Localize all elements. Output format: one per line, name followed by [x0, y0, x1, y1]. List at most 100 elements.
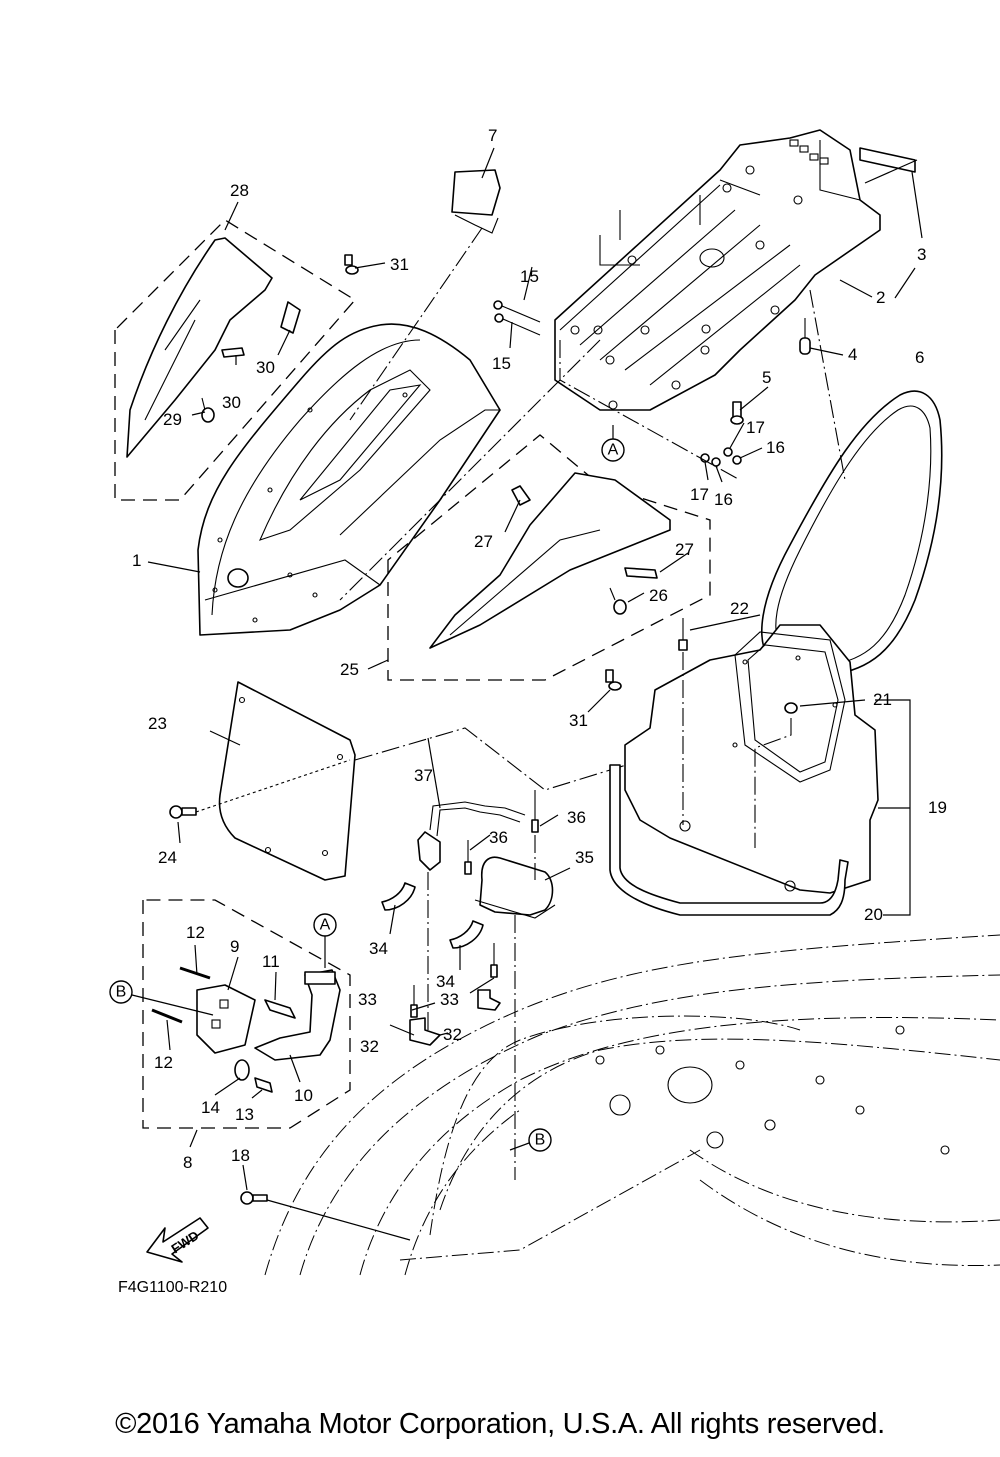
leader-18: [266, 1199, 411, 1241]
storage-box-part-19[interactable]: [624, 624, 879, 894]
callout-24: 24: [158, 848, 177, 867]
spring-part-14[interactable]: [234, 1059, 250, 1081]
callout-33: 33: [358, 990, 377, 1009]
strip-part-3[interactable]: [859, 147, 916, 173]
ref-marker-a-top: A: [601, 425, 625, 462]
collar-part-11[interactable]: [264, 999, 296, 1019]
callout-17: 17: [746, 418, 765, 437]
screw-part-31-top[interactable]: [344, 254, 359, 275]
callout-14: 14: [201, 1098, 220, 1117]
rivet-part-22[interactable]: [678, 618, 688, 651]
callout-9: 9: [230, 937, 239, 956]
latch-cover-part-7[interactable]: [451, 169, 501, 234]
callout-33: 33: [440, 990, 459, 1009]
collar-part-13[interactable]: [254, 1077, 273, 1093]
screw-part-18[interactable]: [240, 1191, 268, 1205]
callout-27: 27: [474, 532, 493, 551]
callout-4: 4: [848, 345, 857, 364]
rivet-part-36[interactable]: [464, 790, 539, 875]
callout-27: 27: [675, 540, 694, 559]
callout-18: 18: [231, 1146, 250, 1165]
callout-7: 7: [488, 126, 497, 145]
svg-text:B: B: [116, 984, 127, 1001]
callout-15: 15: [492, 354, 511, 373]
ref-marker-b-hull: B: [509, 1128, 552, 1152]
screw-part-5[interactable]: [730, 401, 744, 425]
ref-marker-a-latch: A: [313, 913, 337, 968]
callout-35: 35: [575, 848, 594, 867]
pin-part-4[interactable]: [799, 318, 811, 355]
bolt-part-15[interactable]: [493, 300, 541, 336]
callout-leaders: [147, 147, 923, 1191]
callout-labels: 7 28 31 30 30 29 1 15 15 3 2 4 6 5 17 16…: [132, 126, 947, 1172]
callout-21: 21: [873, 690, 892, 709]
ref-marker-b-latch: B: [109, 980, 214, 1016]
callout-31: 31: [569, 711, 588, 730]
pin-part-12[interactable]: [151, 966, 211, 1024]
callout-3: 3: [917, 245, 926, 264]
callout-17: 17: [690, 485, 709, 504]
leader-a: [559, 340, 741, 481]
callout-28: 28: [230, 181, 249, 200]
svg-text:A: A: [320, 917, 331, 934]
callout-32: 32: [360, 1037, 379, 1056]
callout-12: 12: [186, 923, 205, 942]
svg-text:B: B: [535, 1132, 546, 1149]
drawing-code: F4G1100-R210: [118, 1279, 227, 1296]
copyright-notice: ©2016 Yamaha Motor Corporation, U.S.A. A…: [115, 1408, 885, 1440]
svg-text:A: A: [608, 442, 619, 459]
pin-part-29[interactable]: [201, 397, 215, 423]
latch-housing-part-35[interactable]: [474, 856, 556, 919]
stay-part-37[interactable]: [417, 801, 526, 871]
leader-2-6: [809, 289, 846, 481]
bracket-part-32[interactable]: [409, 989, 501, 1046]
pin-part-26[interactable]: [609, 587, 627, 615]
callout-5: 5: [762, 368, 771, 387]
nuts-washers-parts-16-17[interactable]: [700, 447, 742, 467]
group-boundary-8: [142, 899, 351, 1129]
callout-32: 32: [443, 1025, 462, 1044]
callout-10: 10: [294, 1086, 313, 1105]
hood-part-1[interactable]: [197, 323, 501, 636]
latch-base-part-9[interactable]: [196, 984, 256, 1054]
callout-12: 12: [154, 1053, 173, 1072]
leader-21: [754, 718, 792, 848]
rivet-part-33[interactable]: [410, 943, 498, 1018]
callout-34: 34: [436, 972, 455, 991]
callout-13: 13: [235, 1105, 254, 1124]
side-panel-part-28[interactable]: [126, 237, 273, 458]
callout-19: 19: [928, 798, 947, 817]
hull-outline: [264, 934, 1000, 1276]
fwd-arrow-icon: FWD: [146, 1217, 209, 1263]
callout-2: 2: [876, 288, 885, 307]
callout-36: 36: [489, 828, 508, 847]
side-panel-part-25[interactable]: [429, 472, 671, 649]
callout-36: 36: [567, 808, 586, 827]
callout-8: 8: [183, 1153, 192, 1172]
callout-34: 34: [369, 939, 388, 958]
seal-part-20[interactable]: [609, 764, 849, 916]
plug-part-21[interactable]: [784, 702, 798, 714]
callout-29: 29: [163, 410, 182, 429]
lever-part-10[interactable]: [254, 969, 341, 1061]
screw-part-31-bottom[interactable]: [605, 669, 622, 691]
screw-part-24[interactable]: [169, 805, 197, 819]
callout-30: 30: [222, 393, 241, 412]
callout-6: 6: [915, 348, 924, 367]
callout-16: 16: [766, 438, 785, 457]
callout-22: 22: [730, 599, 749, 618]
clamp-part-34[interactable]: [381, 882, 484, 949]
frame-part-2[interactable]: [554, 129, 881, 411]
callout-20: 20: [864, 905, 883, 924]
group-boundary-28: [114, 219, 356, 501]
callout-30: 30: [256, 358, 275, 377]
callout-11: 11: [262, 952, 280, 971]
leader-36: [514, 835, 536, 1180]
callout-23: 23: [148, 714, 167, 733]
callout-37: 37: [414, 766, 433, 785]
damper-part-27[interactable]: [511, 485, 658, 579]
callout-26: 26: [649, 586, 668, 605]
leader-7: [339, 227, 601, 601]
damper-part-30[interactable]: [221, 301, 301, 358]
